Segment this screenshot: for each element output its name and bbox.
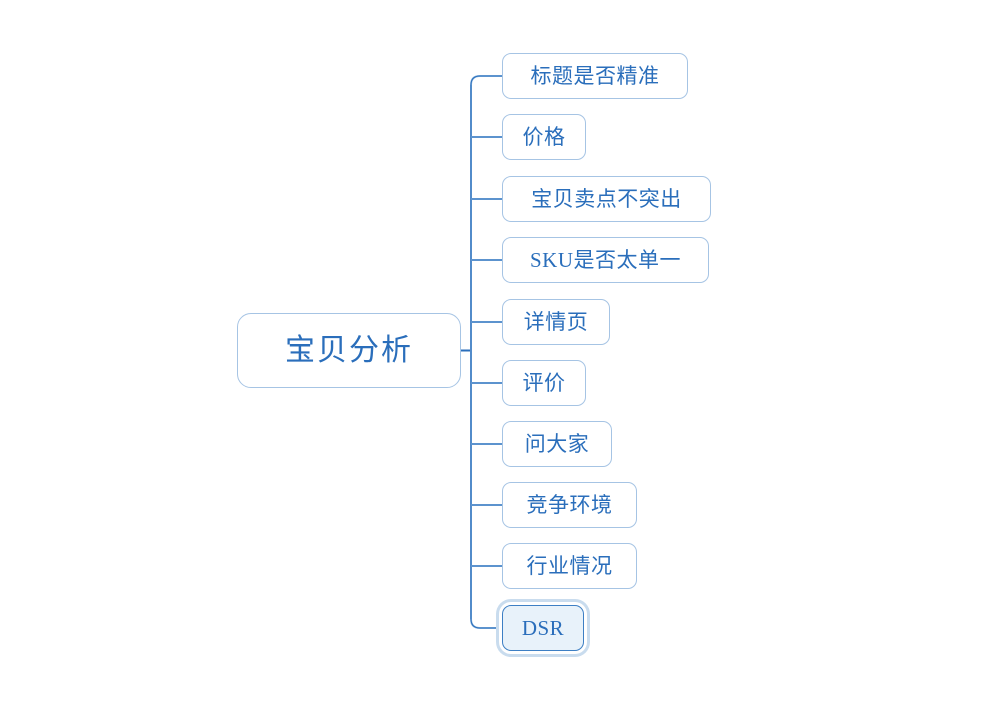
child-node-7[interactable]: 问大家 xyxy=(502,421,612,467)
child-node-label: 价格 xyxy=(522,124,566,149)
child-node-label: 标题是否精准 xyxy=(530,63,660,88)
child-node-label: DSR xyxy=(521,615,565,640)
child-node-label: 竞争环境 xyxy=(526,492,613,517)
child-node-5[interactable]: 详情页 xyxy=(502,299,610,345)
child-node-label: 宝贝卖点不突出 xyxy=(531,186,682,211)
connector-segment xyxy=(470,618,502,629)
child-node-label: SKU是否太单一 xyxy=(529,247,681,272)
child-node-label: 详情页 xyxy=(523,309,589,334)
child-node-label: 行业情况 xyxy=(526,553,613,578)
connector-segment xyxy=(470,75,502,86)
child-node-2[interactable]: 价格 xyxy=(502,114,586,160)
child-node-4[interactable]: SKU是否太单一 xyxy=(502,237,709,283)
child-node-10[interactable]: DSR xyxy=(502,605,584,651)
child-node-label: 问大家 xyxy=(524,431,590,456)
child-node-3[interactable]: 宝贝卖点不突出 xyxy=(502,176,711,222)
connector-segment xyxy=(470,75,502,86)
child-node-1[interactable]: 标题是否精准 xyxy=(502,53,688,99)
child-node-label: 评价 xyxy=(522,370,566,395)
root-node-product-analysis[interactable]: 宝贝分析 xyxy=(237,313,461,388)
child-node-8[interactable]: 竞争环境 xyxy=(502,482,637,528)
child-node-9[interactable]: 行业情况 xyxy=(502,543,637,589)
connector-segment xyxy=(470,618,502,629)
root-node-label: 宝贝分析 xyxy=(285,332,413,368)
child-node-6[interactable]: 评价 xyxy=(502,360,586,406)
